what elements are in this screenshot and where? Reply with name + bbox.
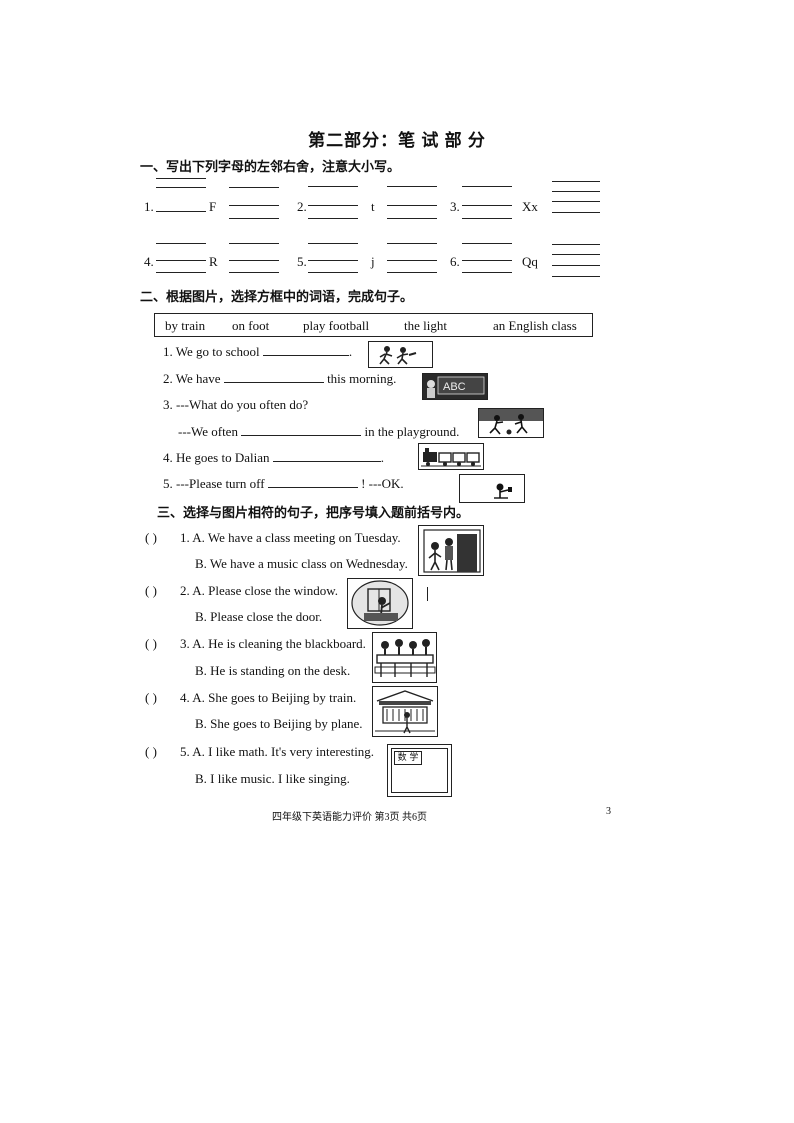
p1-item5-num: 5. xyxy=(297,254,307,269)
football-picture xyxy=(478,408,544,438)
light-switch-picture xyxy=(459,474,525,503)
p1-item4-num: 4. xyxy=(144,254,154,269)
pic-abc-text: ABC xyxy=(443,381,466,393)
students-desks-picture xyxy=(372,632,437,683)
footer-text: 四年级下英语能力评价 第3页 共6页 xyxy=(272,812,427,823)
p2-q4-blank[interactable] xyxy=(272,451,381,462)
word-option-2: on foot xyxy=(232,318,270,333)
p1-item4-letter: R xyxy=(209,254,218,269)
p3-item3-optB: B. He is standing on the desk. xyxy=(195,663,351,678)
p3-item5-paren[interactable]: ( ) xyxy=(145,744,157,759)
p2-q5-blank[interactable] xyxy=(267,477,358,488)
p3-item3-paren[interactable]: ( ) xyxy=(145,636,157,651)
p3-item2-optA: 2. A. Please close the window. xyxy=(180,583,339,598)
word-option-1: by train xyxy=(165,318,206,333)
word-option-5: an English class xyxy=(493,318,577,333)
part3-heading: 三、选择与图片相符的句子，把序号填入题前括号内。 xyxy=(157,505,470,520)
window-picture xyxy=(347,578,413,629)
p2-q2: 2. We have this morning. xyxy=(163,371,397,386)
classroom-door-picture xyxy=(418,525,484,576)
p2-q5: 5. ---Please turn off ! ---OK. xyxy=(163,476,404,491)
word-option-3: play football xyxy=(303,318,370,333)
p3-item1-optB: B. We have a music class on Wednesday. xyxy=(195,556,408,571)
part1-heading: 一、写出下列字母的左邻右舍，注意大小写。 xyxy=(140,159,401,174)
p1-item2-num: 2. xyxy=(297,199,307,214)
p1-item1-num: 1. xyxy=(144,199,154,214)
word-box: by train on foot play football the light… xyxy=(154,313,593,337)
page-number: 3 xyxy=(606,806,611,817)
p3-item1-optA: 1. A. We have a class meeting on Tuesday… xyxy=(180,530,401,545)
p1-item3-num: 3. xyxy=(450,199,460,214)
p3-item2-optB: B. Please close the door. xyxy=(195,609,323,624)
p3-item5-optA: 5. A. I like math. It's very interesting… xyxy=(180,744,375,759)
p2-q1-blank[interactable] xyxy=(262,345,349,356)
p3-item5-optB: B. I like music. I like singing. xyxy=(195,771,350,786)
p3-item4-paren[interactable]: ( ) xyxy=(145,690,157,705)
p3-item4-optA: 4. A. She goes to Beijing by train. xyxy=(180,690,357,705)
page-title: 第二部分：笔 试 部 分 xyxy=(308,131,486,150)
train-picture xyxy=(418,443,484,470)
p1-item1-letter: F xyxy=(209,199,217,214)
p2-q3-question: 3. ---What do you often do? xyxy=(163,397,309,412)
p2-q3-blank[interactable] xyxy=(241,425,362,436)
p3-item1-paren[interactable]: ( ) xyxy=(145,530,157,545)
p3-item2-paren[interactable]: ( ) xyxy=(145,583,157,598)
p2-q2-blank[interactable] xyxy=(223,372,324,383)
p3-item4-optB: B. She goes to Beijing by plane. xyxy=(195,716,363,731)
p1-item5-letter: j xyxy=(371,254,375,269)
classroom-abc-picture: ABC xyxy=(422,373,488,400)
p1-item3-letter: Xx xyxy=(522,199,538,214)
p1-item6-num: 6. xyxy=(450,254,460,269)
p2-q1: 1. We go to school . xyxy=(163,344,353,359)
walking-children-picture xyxy=(368,341,433,368)
train-station-picture xyxy=(372,686,438,737)
p1-item2-letter: t xyxy=(371,199,375,214)
math-book-picture: 数 学 xyxy=(387,744,452,797)
stray-mark xyxy=(427,587,428,601)
p1-item6-letter: Qq xyxy=(522,254,538,269)
book-title: 数 学 xyxy=(394,751,422,765)
word-option-4: the light xyxy=(404,318,447,333)
p3-item3-optA: 3. A. He is cleaning the blackboard. xyxy=(180,636,366,651)
part2-heading: 二、根据图片，选择方框中的词语，完成句子。 xyxy=(140,289,414,304)
p2-q4: 4. He goes to Dalian . xyxy=(163,450,385,465)
p2-q3-answer: ---We often in the playground. xyxy=(178,424,460,439)
